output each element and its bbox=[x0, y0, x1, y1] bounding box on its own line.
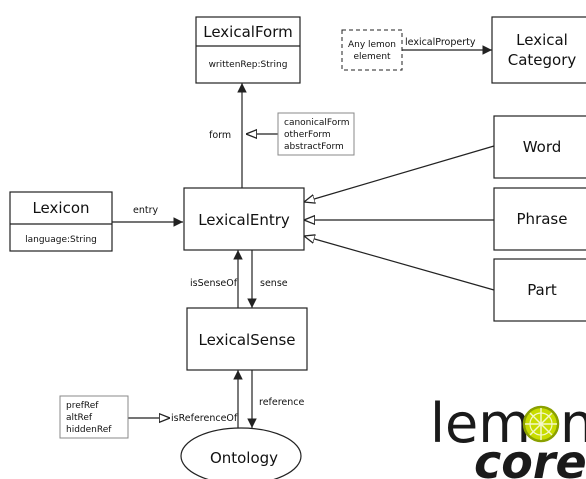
reference-label: reference bbox=[259, 397, 305, 408]
logo-text-lem: lem bbox=[430, 392, 531, 455]
ontology-name: Ontology bbox=[210, 449, 278, 467]
is-sense-of-label: isSenseOf bbox=[190, 278, 238, 289]
phrase-node: Phrase bbox=[493, 187, 586, 251]
lexical-entry-name: LexicalEntry bbox=[198, 211, 290, 229]
lexical-property-label: lexicalProperty bbox=[405, 37, 476, 48]
form-subprop-0: canonicalForm bbox=[284, 118, 350, 128]
logo-text-core: core bbox=[474, 435, 586, 479]
form-subprop-2: abstractForm bbox=[284, 142, 344, 152]
lexical-form-attr: writtenRep:String bbox=[209, 60, 288, 70]
word-generalization bbox=[304, 145, 495, 202]
lemon-core-logo: lem n core bbox=[430, 392, 586, 479]
part-name: Part bbox=[527, 281, 557, 299]
ref-subprop-1: altRef bbox=[66, 413, 93, 423]
lexical-form-node: LexicalForm writtenRep:String bbox=[195, 16, 301, 84]
form-subprop-1: otherForm bbox=[284, 130, 331, 140]
part-node: Part bbox=[493, 258, 586, 322]
lexical-sense-node: LexicalSense bbox=[186, 307, 308, 371]
lime-slice-icon bbox=[522, 405, 560, 443]
lexicon-node: Lexicon language:String bbox=[9, 191, 113, 252]
logo-text-n: n bbox=[560, 392, 586, 455]
sense-label: sense bbox=[260, 278, 288, 289]
form-subprops-note: canonicalForm otherForm abstractForm bbox=[277, 112, 355, 156]
part-generalization bbox=[304, 236, 495, 291]
lexicon-name: Lexicon bbox=[32, 199, 89, 217]
lexicon-attr: language:String bbox=[25, 235, 97, 245]
lexical-category-node: Lexical Category bbox=[491, 16, 586, 84]
ref-subprop-0: prefRef bbox=[66, 401, 99, 411]
ref-subprops-note: prefRef altRef hiddenRef bbox=[59, 395, 129, 439]
lexical-form-name: LexicalForm bbox=[203, 23, 293, 41]
phrase-name: Phrase bbox=[517, 210, 568, 228]
ontology-node: Ontology bbox=[180, 427, 302, 479]
form-label: form bbox=[209, 130, 231, 141]
any-lemon-element-node: Any lemon element bbox=[341, 29, 403, 71]
any-lemon-line2: element bbox=[353, 52, 391, 62]
ref-subprop-2: hiddenRef bbox=[66, 425, 112, 435]
is-reference-of-label: isReferenceOf bbox=[171, 413, 238, 424]
lexical-sense-name: LexicalSense bbox=[198, 331, 295, 349]
word-node: Word bbox=[493, 115, 586, 179]
lexical-entry-node: LexicalEntry bbox=[183, 187, 305, 251]
lexical-category-line2: Category bbox=[508, 51, 577, 69]
lexical-category-line1: Lexical bbox=[516, 31, 568, 49]
word-name: Word bbox=[523, 138, 562, 156]
any-lemon-line1: Any lemon bbox=[348, 40, 396, 50]
entry-label: entry bbox=[133, 205, 158, 216]
